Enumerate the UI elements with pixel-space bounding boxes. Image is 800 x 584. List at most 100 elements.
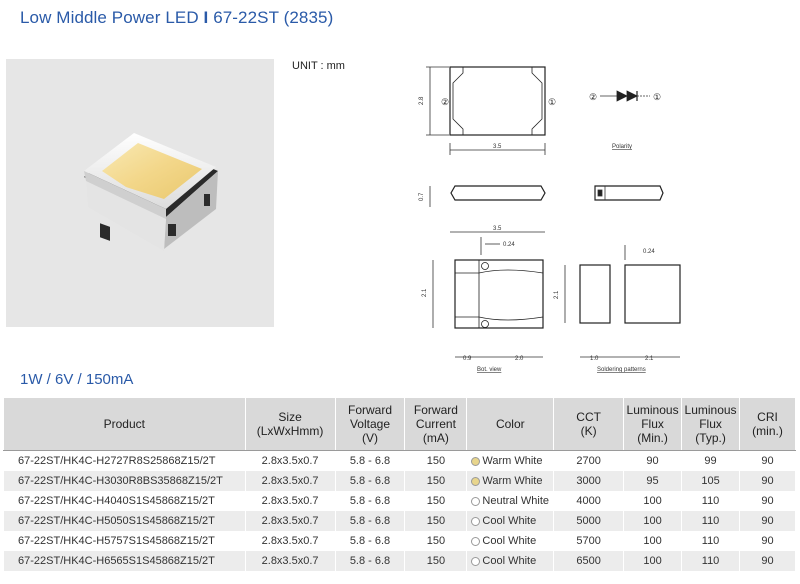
flux_typ-cell: 110 (681, 531, 741, 551)
if-cell: 150 (404, 450, 468, 471)
cct-cell: 2700 (553, 450, 625, 471)
soldering-label: Soldering patterns (597, 367, 646, 373)
dim-bottom-09: 0.9 (463, 356, 472, 362)
if-cell: 150 (404, 511, 468, 531)
size-cell: 2.8x3.5x0.7 (244, 491, 336, 511)
spec-line: 1W / 6V / 150mA (20, 371, 134, 388)
dim-solder-10: 1.0 (590, 356, 599, 362)
flux_min-cell: 100 (623, 491, 683, 511)
column-header: Product (3, 397, 246, 451)
pin-2-symbol: ② (589, 92, 597, 102)
soldering-pattern: 0.24 2.1 1.0 2.1 Soldering patterns (554, 245, 681, 373)
if-cell: 150 (404, 471, 468, 491)
color-dot-icon (471, 456, 481, 466)
color-dot-icon (471, 556, 481, 566)
color-cell: Cool White (466, 551, 555, 571)
dim-solder-024: 0.24 (643, 249, 655, 255)
color-cell: Neutral White (466, 491, 555, 511)
column-header: Size(LxWxHmm) (244, 397, 336, 451)
vf-cell: 5.8 - 6.8 (334, 491, 406, 511)
dim-side-height: 0.7 (419, 192, 425, 201)
cct-cell: 3000 (553, 471, 625, 491)
cri-cell: 90 (739, 471, 796, 491)
vf-cell: 5.8 - 6.8 (334, 551, 406, 571)
size-cell: 2.8x3.5x0.7 (244, 531, 336, 551)
color-dot-icon (471, 536, 481, 546)
product-cell: 67-22ST/HK4C-H4040S1S45868Z15/2T (3, 491, 246, 511)
top-view: 3.5 2.8 ② ① (419, 66, 556, 155)
dim-solder-height: 2.1 (554, 290, 560, 299)
flux_typ-cell: 110 (681, 491, 741, 511)
cri-cell: 90 (739, 450, 796, 471)
flux_typ-cell: 110 (681, 511, 741, 531)
dim-bottom-height: 2.1 (422, 288, 428, 297)
if-cell: 150 (404, 551, 468, 571)
vf-cell: 5.8 - 6.8 (334, 471, 406, 491)
color-cell: Cool White (466, 511, 555, 531)
product-cell: 67-22ST/HK4C-H2727R8S25868Z15/2T (3, 450, 246, 471)
color-label: Cool White (482, 515, 537, 527)
technical-drawing: 3.5 2.8 ② ① ② ① Polarity 0.7 3.5 0.24 (419, 66, 681, 373)
vf-cell: 5.8 - 6.8 (334, 450, 406, 471)
color-label: Cool White (482, 555, 537, 567)
polarity-label: Polarity (612, 144, 632, 150)
flux_typ-cell: 105 (681, 471, 741, 491)
diode-symbol: ② ① (589, 90, 661, 102)
cct-cell: 6500 (553, 551, 625, 571)
flux_typ-cell: 99 (681, 450, 741, 471)
column-header: CRI(min.) (739, 397, 796, 451)
flux_typ-cell: 110 (681, 551, 741, 571)
color-dot-icon (471, 496, 481, 506)
bot-view-label: Bot. view (477, 367, 502, 373)
dim-bottom-20: 2.0 (515, 356, 524, 362)
title-model: 67-22ST (2835) (213, 8, 334, 27)
color-label: Cool White (482, 535, 537, 547)
size-cell: 2.8x3.5x0.7 (244, 450, 336, 471)
bottom-view: 3.5 0.24 2.1 0.9 2.0 Bot. view (422, 226, 545, 373)
flux_min-cell: 100 (623, 551, 683, 571)
cct-cell: 5000 (553, 511, 625, 531)
side-view: 0.7 (419, 185, 546, 207)
color-label: Warm White (482, 455, 543, 467)
if-cell: 150 (404, 531, 468, 551)
dim-solder-21: 2.1 (645, 356, 654, 362)
cct-cell: 5700 (553, 531, 625, 551)
flux_min-cell: 100 (623, 531, 683, 551)
vf-cell: 5.8 - 6.8 (334, 511, 406, 531)
flux_min-cell: 90 (623, 450, 683, 471)
dim-top-width: 3.5 (493, 144, 502, 150)
pin-2-top: ② (441, 97, 449, 107)
led-product-photo (6, 59, 274, 327)
polarity-side-view (594, 185, 664, 201)
dim-bottom-width: 3.5 (493, 226, 502, 232)
flux_min-cell: 100 (623, 511, 683, 531)
led-package-illustration (84, 133, 218, 251)
if-cell: 150 (404, 491, 468, 511)
column-header: Color (466, 397, 555, 451)
cct-cell: 4000 (553, 491, 625, 511)
product-cell: 67-22ST/HK4C-H3030R8BS35868Z15/2T (3, 471, 246, 491)
dim-bottom-024: 0.24 (503, 242, 515, 248)
product-cell: 67-22ST/HK4C-H5757S1S45868Z15/2T (3, 531, 246, 551)
color-cell: Warm White (466, 450, 555, 471)
size-cell: 2.8x3.5x0.7 (244, 551, 336, 571)
pin-1-top: ① (548, 97, 556, 107)
title-separator: I (203, 8, 209, 27)
color-cell: Warm White (466, 471, 555, 491)
product-cell: 67-22ST/HK4C-H6565S1S45868Z15/2T (3, 551, 246, 571)
dim-top-height: 2.8 (419, 96, 425, 105)
title-main: Low Middle Power LED (20, 8, 199, 27)
color-cell: Cool White (466, 531, 555, 551)
pin-1-symbol: ① (653, 92, 661, 102)
